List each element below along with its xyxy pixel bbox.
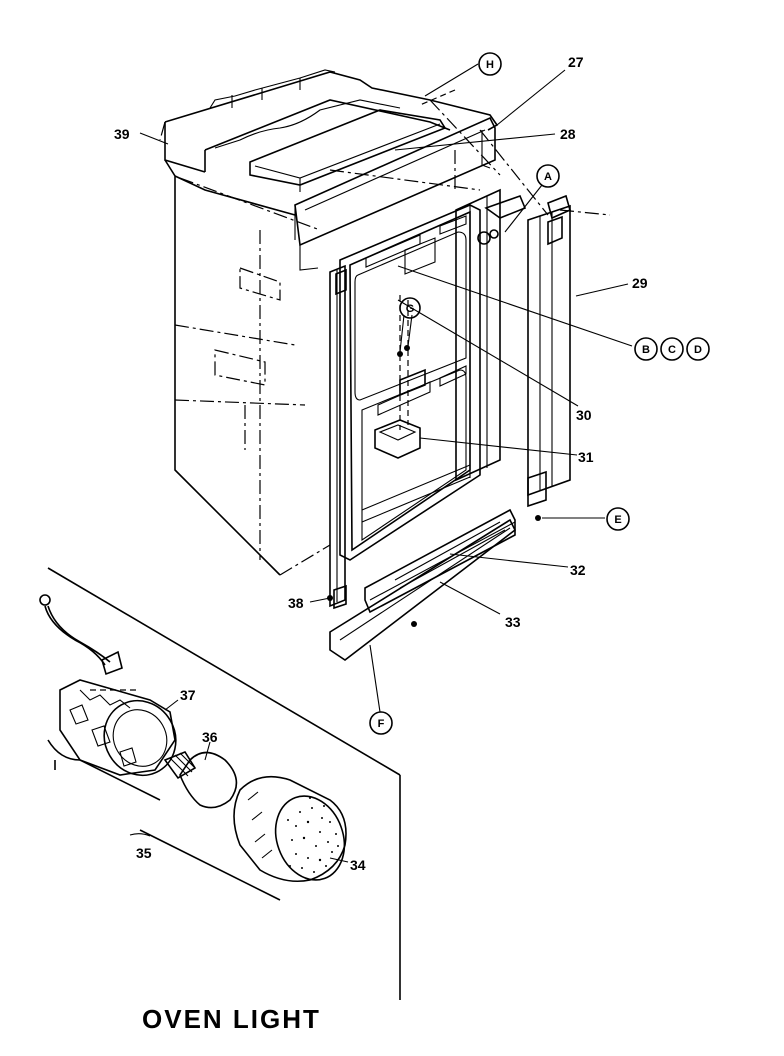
screw-fasteners [327, 229, 541, 627]
bottom-brackets [329, 508, 517, 661]
label-36: 36 [202, 729, 218, 745]
oven-front-panel [329, 188, 501, 610]
oven-light-inset-panel [47, 567, 401, 1000]
label-30: 30 [576, 407, 592, 423]
ref-letter-c: C [668, 344, 676, 356]
label-28: 28 [560, 126, 576, 142]
label-29: 29 [632, 275, 648, 291]
ref-letter-g: G [406, 303, 415, 315]
front-frame-trim [294, 89, 496, 271]
ref-letter-d: D [694, 344, 702, 356]
label-32: 32 [570, 562, 586, 578]
ref-letter-h: H [486, 59, 494, 71]
leader-lines [139, 63, 633, 863]
light-bulb [163, 751, 238, 809]
label-31: 31 [578, 449, 594, 465]
ref-letter-b: B [642, 344, 650, 356]
label-33: 33 [505, 614, 521, 630]
ref-letter-e: E [614, 514, 621, 526]
diagram-caption: OVEN LIGHT [142, 1004, 321, 1034]
part-number-labels: 27 28 39 29 30 31 32 33 38 37 36 35 34 [114, 54, 648, 873]
right-side-trim [484, 194, 571, 508]
socket-wire-lead [39, 594, 123, 676]
group-brace-35 [129, 833, 151, 837]
label-35: 35 [136, 845, 152, 861]
ref-letter-a: A [544, 171, 552, 183]
oven-cabinet [159, 69, 611, 576]
label-37: 37 [180, 687, 196, 703]
light-lens-cover [233, 775, 347, 883]
light-socket-clip [374, 295, 426, 459]
label-39: 39 [114, 126, 130, 142]
ref-letter-f: F [378, 718, 385, 730]
label-27: 27 [568, 54, 584, 70]
label-38: 38 [288, 595, 304, 611]
lens-stipple [287, 797, 339, 873]
light-socket-housing [59, 679, 177, 777]
label-34: 34 [350, 857, 366, 873]
reference-letter-callouts: H A G B C D E F [369, 52, 710, 735]
